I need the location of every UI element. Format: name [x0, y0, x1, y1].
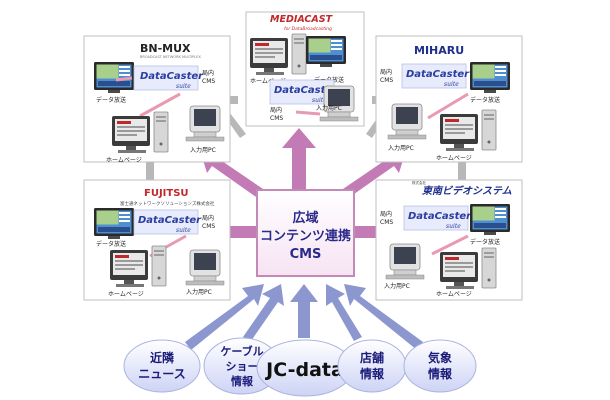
datacaster-suite: suite — [444, 81, 459, 88]
link-line — [295, 110, 321, 116]
source-label: 気象 — [428, 350, 452, 365]
link-line — [139, 92, 181, 118]
input-pc-label: 入力用PC — [190, 146, 216, 154]
data-broadcast-label: データ放送 — [96, 240, 126, 248]
hub-cms: 広域 コンテンツ連携 CMS — [256, 189, 355, 277]
datacaster-suite: suite — [312, 97, 327, 104]
source-weather-info: 気象 情報 — [403, 339, 477, 393]
source-label: 店舗 — [360, 350, 384, 365]
svg-text:CMS: CMS — [202, 223, 215, 230]
mediacast-logo: MEDIACAST — [270, 14, 334, 25]
svg-text:CMS: CMS — [202, 78, 215, 85]
arrow-src5-to-hub — [344, 284, 423, 350]
source-label: ケーブル — [220, 344, 263, 358]
svg-text:CMS: CMS — [270, 115, 283, 122]
svg-text:情報: 情報 — [231, 374, 254, 388]
hub-line-1: 広域 — [292, 210, 318, 226]
arrow-src2-to-hub — [243, 284, 284, 341]
source-bubble — [337, 339, 407, 393]
bn-mux-tagline: BROADCAST NETWORK MULTIPLEX — [140, 55, 201, 59]
datacaster-label: DataCaster — [274, 85, 338, 96]
data-broadcast-label: データ放送 — [470, 238, 500, 246]
local-cms-label: 局内 — [380, 210, 392, 218]
source-bubble — [123, 339, 201, 393]
bn-mux-logo: BN-MUX — [140, 42, 191, 55]
tonan-prefix: 株式会社 — [412, 180, 426, 185]
homepage-label: ホームページ — [250, 78, 286, 85]
fujitsu-logo: FUJITSU — [144, 188, 189, 199]
panel-fujitsu: FUJITSU 富士通ネットワークソリューションズ株式会社 DataCaster… — [83, 179, 231, 301]
datacaster-suite: suite — [176, 83, 191, 90]
datacaster-suite: suite — [176, 227, 191, 234]
local-cms-label: 局内 — [270, 106, 282, 114]
datacaster-label: DataCaster — [408, 211, 472, 222]
sources: 近隣 ニュース ケーブル ショー 情報 JC-data 店舗 情報 気象 情報 — [123, 337, 477, 397]
input-pc-label: 入力用PC — [316, 104, 342, 112]
local-cms-label: 局内 — [380, 68, 392, 76]
svg-text:ショー: ショー — [226, 360, 259, 373]
local-cms-label: 局内 — [202, 214, 214, 222]
arrow-src3-to-hub — [290, 284, 318, 338]
tv-icon — [306, 36, 346, 67]
datacaster-label: DataCaster — [140, 71, 204, 82]
homepage-label: ホームページ — [108, 291, 144, 298]
datacaster-label: DataCaster — [138, 215, 202, 226]
mediacast-tagline: for DataBroadcasting — [284, 26, 332, 32]
hub-line-3: CMS — [290, 247, 322, 262]
svg-text:情報: 情報 — [360, 366, 385, 381]
link-line — [427, 92, 469, 120]
tonan-logo: 東南ビデオシステム — [422, 185, 512, 197]
hub-box — [256, 189, 355, 277]
arrow-src4-to-hub — [326, 284, 362, 341]
svg-text:情報: 情報 — [428, 366, 453, 381]
source-label: JC-data — [264, 359, 344, 381]
miharu-logo: MIHARU — [414, 44, 464, 57]
link-line — [115, 76, 133, 82]
data-broadcast-label: データ放送 — [96, 96, 126, 104]
arrow-hub-to-top-center — [282, 128, 316, 190]
tv-icon — [470, 204, 510, 235]
source-store-info: 店舗 情報 — [337, 339, 407, 393]
local-cms-label: 局内 — [202, 69, 214, 77]
input-pc-label: 入力用PC — [186, 288, 212, 296]
hub-line-2: コンテンツ連携 — [260, 228, 351, 244]
fujitsu-subtitle: 富士通ネットワークソリューションズ株式会社 — [120, 200, 215, 207]
source-jc-data: JC-data — [256, 339, 354, 397]
panel-mediacast: MEDIACAST for DataBroadcasting ホームページ デー… — [245, 11, 365, 127]
svg-text:ニュース: ニュース — [138, 367, 185, 381]
input-pc-label: 入力用PC — [384, 282, 410, 290]
panel-tonan-video: 株式会社 東南ビデオシステム 局内 CMS DataCaster suite デ… — [375, 179, 523, 301]
svg-text:CMS: CMS — [380, 219, 393, 226]
arrow-src1-to-hub — [185, 284, 264, 350]
source-bubble — [403, 339, 477, 393]
panel-miharu: MIHARU 局内 CMS DataCaster suite データ放送 入力用… — [375, 35, 523, 163]
datacaster-suite: suite — [446, 223, 461, 230]
input-pc-label: 入力用PC — [388, 144, 414, 152]
datacaster-label: DataCaster — [406, 69, 470, 80]
tv-icon — [94, 208, 134, 239]
panel-bn-mux: BN-MUX BROADCAST NETWORK MULTIPLEX DataC… — [83, 35, 231, 164]
homepage-label: ホームページ — [436, 155, 472, 162]
link-line — [431, 234, 469, 256]
homepage-label: ホームページ — [106, 157, 142, 164]
svg-text:CMS: CMS — [380, 77, 393, 84]
data-broadcast-label: データ放送 — [470, 96, 500, 104]
source-label: 近隣 — [150, 350, 174, 365]
tv-icon — [470, 62, 510, 93]
homepage-label: ホームページ — [436, 291, 472, 298]
source-neighborhood-news: 近隣 ニュース — [123, 339, 201, 393]
